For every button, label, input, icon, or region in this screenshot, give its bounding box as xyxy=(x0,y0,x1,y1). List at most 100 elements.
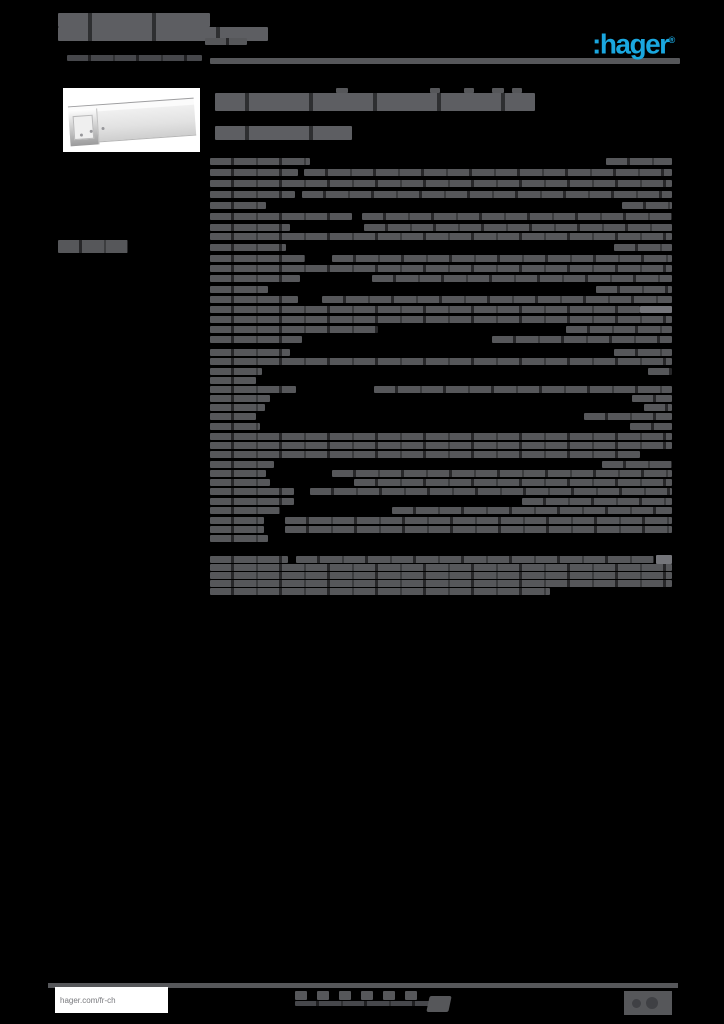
spec-row-value xyxy=(364,224,672,231)
spec-row-label xyxy=(210,526,264,533)
header-product-name-line-1 xyxy=(58,13,210,27)
spec-row-label xyxy=(210,488,294,495)
footer-signature-mark xyxy=(426,996,452,1012)
spec-row-value xyxy=(606,158,672,165)
spec-row-label xyxy=(210,202,266,209)
spec-row-value xyxy=(584,413,672,420)
spec-row-value xyxy=(640,306,672,313)
spec-row-value xyxy=(374,386,672,393)
order-row-value xyxy=(296,556,654,563)
spec-row-label xyxy=(210,336,302,343)
footer-website-link[interactable]: hager.com/fr-ch xyxy=(60,996,116,1005)
cable-trunking-render xyxy=(65,92,198,149)
page-title xyxy=(215,93,535,111)
spec-row-label xyxy=(210,423,260,430)
spec-row-value xyxy=(566,326,672,333)
spec-row-label xyxy=(210,461,274,468)
spec-paragraph-line xyxy=(210,451,640,458)
spec-row-label xyxy=(210,169,298,176)
spec-row-label xyxy=(210,244,286,251)
header-fineprint xyxy=(67,55,202,61)
registered-mark: ® xyxy=(668,35,676,45)
spec-row-value xyxy=(354,479,672,486)
page-title-ascender xyxy=(464,88,474,93)
spec-row-label xyxy=(210,275,300,282)
spec-row-value xyxy=(602,461,672,468)
spec-row-label xyxy=(210,413,256,420)
page-title-ascender xyxy=(430,88,440,93)
spec-row-label xyxy=(210,498,294,505)
spec-row-label xyxy=(210,224,290,231)
spec-row-label xyxy=(210,377,256,384)
facebook-icon[interactable] xyxy=(295,991,307,1000)
spec-row-label xyxy=(210,326,378,333)
description-paragraph-line xyxy=(210,588,550,595)
youtube-icon[interactable] xyxy=(339,991,351,1000)
spec-row-value xyxy=(644,404,672,411)
spec-row-value xyxy=(648,368,672,375)
spec-row-value xyxy=(372,275,672,282)
spec-row-label xyxy=(210,479,270,486)
xing-icon[interactable] xyxy=(405,991,417,1000)
side-note xyxy=(58,240,128,253)
header-subline xyxy=(205,38,247,45)
hager-logo: :hager® xyxy=(592,26,675,58)
order-row-label xyxy=(210,556,288,563)
description-paragraph-line xyxy=(210,572,672,579)
order-row-number xyxy=(656,555,672,564)
footer-page-badge xyxy=(624,991,672,1015)
spec-row-value xyxy=(304,169,672,176)
linkedin-icon[interactable] xyxy=(361,991,373,1000)
spec-row-label xyxy=(210,349,290,356)
footer-rule xyxy=(48,983,678,988)
page-title-ascender xyxy=(492,88,504,93)
instagram-icon[interactable] xyxy=(383,991,395,1000)
twitter-icon[interactable] xyxy=(317,991,329,1000)
spec-row-label xyxy=(210,517,264,524)
spec-row-value xyxy=(332,255,672,262)
trunking-inner-channel xyxy=(72,114,95,141)
spec-paragraph-line xyxy=(210,233,672,240)
hager-logo-text: :hager xyxy=(592,28,670,60)
spec-row-value xyxy=(614,244,672,251)
spec-row-value xyxy=(632,395,672,402)
page-title-ascender xyxy=(336,88,348,93)
spec-row-label xyxy=(210,395,270,402)
spec-row-value xyxy=(614,349,672,356)
spec-paragraph-line xyxy=(210,433,672,440)
spec-row-value xyxy=(630,423,672,430)
spec-row-label xyxy=(210,296,298,303)
description-paragraph-line xyxy=(210,564,672,571)
spec-row-label xyxy=(210,386,296,393)
spec-row-value xyxy=(492,336,672,343)
spec-row-label xyxy=(210,158,310,165)
spec-row-value xyxy=(392,507,672,514)
page-subtitle xyxy=(215,126,352,140)
spec-row-label xyxy=(210,286,268,293)
description-paragraph-line xyxy=(210,580,672,587)
spec-paragraph-line xyxy=(210,306,640,313)
header-rule xyxy=(210,58,680,64)
spec-row-value xyxy=(522,498,672,505)
spec-row-value xyxy=(332,470,672,477)
spec-paragraph-line xyxy=(210,180,672,187)
spec-row-label xyxy=(210,404,265,411)
spec-row-label xyxy=(210,507,280,514)
spec-row-value xyxy=(322,296,672,303)
spec-row-label xyxy=(210,255,305,262)
spec-row-value xyxy=(362,213,672,220)
spec-row-label xyxy=(210,470,266,477)
spec-paragraph-line xyxy=(210,442,672,449)
spec-paragraph-line xyxy=(210,265,672,272)
spec-row-value xyxy=(302,191,672,198)
spec-row-label xyxy=(210,191,295,198)
spec-row-label xyxy=(210,535,268,542)
spec-row-value xyxy=(285,526,672,533)
spec-row-label xyxy=(210,368,262,375)
footer-badge-mark xyxy=(646,997,658,1009)
spec-paragraph-line xyxy=(210,358,672,365)
footer-website-box[interactable]: hager.com/fr-ch xyxy=(55,987,168,1013)
spec-row-value xyxy=(285,517,672,524)
header-product-name-line-2 xyxy=(58,27,268,41)
